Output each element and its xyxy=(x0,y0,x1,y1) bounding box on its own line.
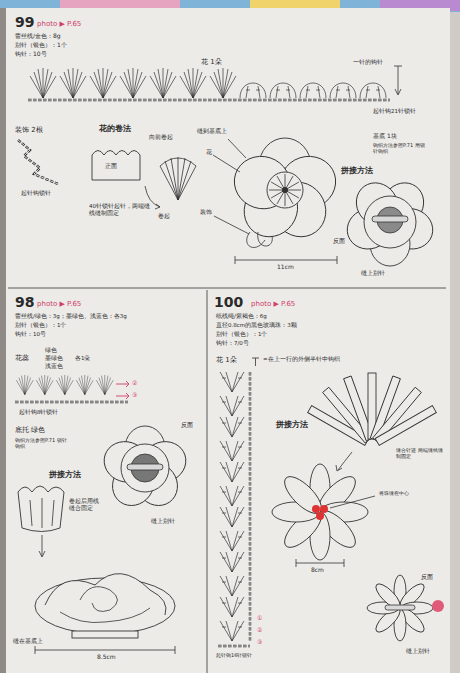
count-label: 各1朵 xyxy=(74,355,92,362)
material-note: 别针（银色）：1个 xyxy=(14,322,68,329)
step-note: 卷起 xyxy=(157,213,171,220)
step-note: 钩织方法参照P.71 用锁针钩织 xyxy=(372,142,430,154)
chart-note: 起针钩锁针 xyxy=(20,190,52,197)
section-heading: 花的卷法 xyxy=(98,124,132,134)
dimension: 8.5cm xyxy=(96,653,117,660)
section-heading: 拼接方法 xyxy=(48,470,82,480)
step-note: 卷起后用线缝合固定 xyxy=(68,498,100,511)
section-heading: 拼接方法 xyxy=(275,420,309,430)
material-note: 蕾丝线/金色：8g xyxy=(14,32,62,39)
part-label: 花 xyxy=(205,149,213,156)
side-label: 正面 xyxy=(104,163,118,170)
part-label: 装饰 2根 xyxy=(14,126,44,134)
color-label: 绿色 xyxy=(44,347,58,354)
row-number: ② xyxy=(256,626,263,633)
assembly-note: 缝到基底上 xyxy=(196,128,228,135)
part-label: 花 1朵 xyxy=(215,356,238,364)
part-label: 装饰 xyxy=(199,209,213,216)
dimension: 11cm xyxy=(276,263,295,270)
material-note: 钩针：7/0号 xyxy=(215,340,250,347)
chart-note: 起针钩8针锁针 xyxy=(18,409,60,416)
part-label: 底托 绿色 xyxy=(14,426,46,434)
symbol-note: =在上一行的外侧半针中钩织 xyxy=(262,356,341,363)
step-note: 缝合针迹 两端缝线缝制固定 xyxy=(395,447,445,459)
material-note: 蕾丝线/绿色：3g；墨绿色、浅蓝色：各3g xyxy=(14,313,128,320)
row-number: ① xyxy=(256,614,263,621)
section-number: 99 xyxy=(14,14,35,31)
step-note: 缝在基底上 xyxy=(12,638,44,645)
step-note: 缝上别针 xyxy=(150,518,176,525)
material-note: 别针（银色）：1个 xyxy=(14,41,68,48)
row-number: ② xyxy=(131,379,138,386)
step-note: 40针锁针起针，两端缝线缝制固定 xyxy=(88,203,152,216)
section-heading: 拼接方法 xyxy=(340,166,374,176)
step-note: 缝上别针 xyxy=(360,270,386,277)
row-number: ③ xyxy=(131,391,138,398)
step-note: 将珠缝在中心 xyxy=(378,490,410,496)
chart-note: 起针钩21针锁针 xyxy=(372,108,417,115)
material-note: 直径0.8cm的黑色玻璃珠：3颗 xyxy=(215,322,298,329)
material-note: 别针（银色）：1个 xyxy=(215,331,269,338)
part-label: 花 1朵 xyxy=(200,58,223,66)
part-label: 基底 1块 xyxy=(372,132,398,139)
side-label: 反面 xyxy=(420,574,434,581)
photo-ref: photo ▶ P.65 xyxy=(36,20,82,28)
photo-ref: photo ▶ P.65 xyxy=(36,300,82,308)
side-label: 反面 xyxy=(332,238,346,245)
side-label: 反面 xyxy=(180,422,194,429)
material-note: 钩针：10号 xyxy=(14,50,48,57)
chart-note: 一针的钩针 xyxy=(352,59,384,66)
row-number: ③ xyxy=(256,638,263,645)
chart-note: 起针钩16针锁针 xyxy=(215,652,253,658)
dimension: 8cm xyxy=(310,566,325,573)
photo-ref: photo ▶ P.65 xyxy=(250,300,296,308)
step-note: 缝上别针 xyxy=(405,648,431,655)
step-note: 钩织方法参照P.71 锁针钩织 xyxy=(14,437,72,449)
material-note: 钩针：10号 xyxy=(14,331,47,338)
material-note: 纸线绳/紫褐色：6g xyxy=(215,313,268,320)
section-number: 100 xyxy=(213,294,244,311)
section-number: 98 xyxy=(14,294,35,311)
color-label: 浅蓝色 xyxy=(44,363,64,370)
part-label: 花蕊 xyxy=(14,354,30,362)
step-note: 向前卷起 xyxy=(148,134,178,141)
color-label: 墨绿色 xyxy=(44,355,64,362)
